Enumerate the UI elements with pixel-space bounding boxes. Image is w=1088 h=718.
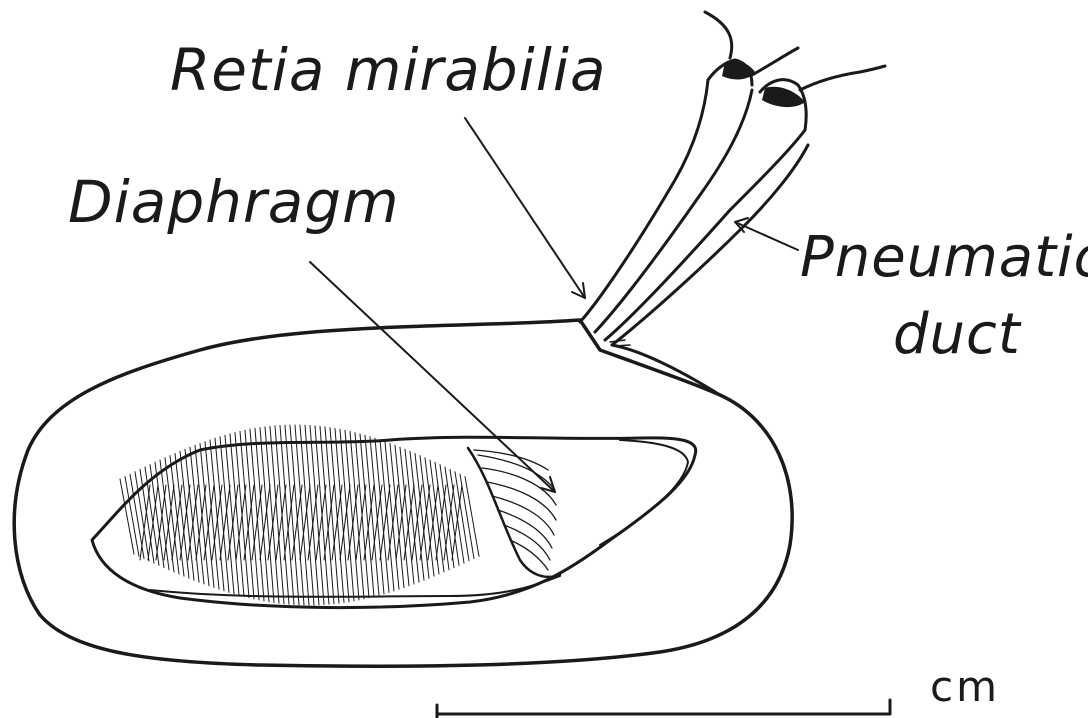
hatch-cross-stroke — [228, 485, 238, 560]
pneumatic-duct-label-line1: Pneumatic — [800, 225, 1088, 290]
hatch-cross-stroke — [388, 485, 398, 560]
wall-hatching — [120, 425, 479, 605]
pneumatic-duct-tubes — [580, 80, 808, 345]
hatch-cross-stroke — [332, 485, 342, 560]
retia-mirabilia-label: Retia mirabilia — [170, 36, 607, 104]
hatch-cross-stroke — [372, 485, 382, 560]
hatch-cross-stroke — [252, 485, 262, 560]
pneumatic-arrow — [735, 222, 798, 250]
diaphragm-label: Diaphragm — [68, 168, 400, 236]
hatch-cross-stroke — [268, 485, 278, 560]
hatch-cross-stroke — [308, 485, 318, 560]
scale-unit-label: cm — [930, 662, 1000, 711]
diaphragm-rim — [150, 576, 560, 597]
scale-bar — [437, 700, 890, 718]
hatch-cross-stroke — [348, 485, 358, 560]
diaphragm-rim-upper — [600, 440, 688, 545]
diaphragm-sheet — [468, 448, 560, 577]
retia-arrow — [465, 118, 585, 298]
hatch-cross-stroke — [292, 485, 302, 560]
pneumatic-duct-label-line2: duct — [893, 302, 1021, 367]
hatch-cross-stroke — [140, 485, 150, 560]
swim-bladder-outline — [14, 320, 792, 666]
